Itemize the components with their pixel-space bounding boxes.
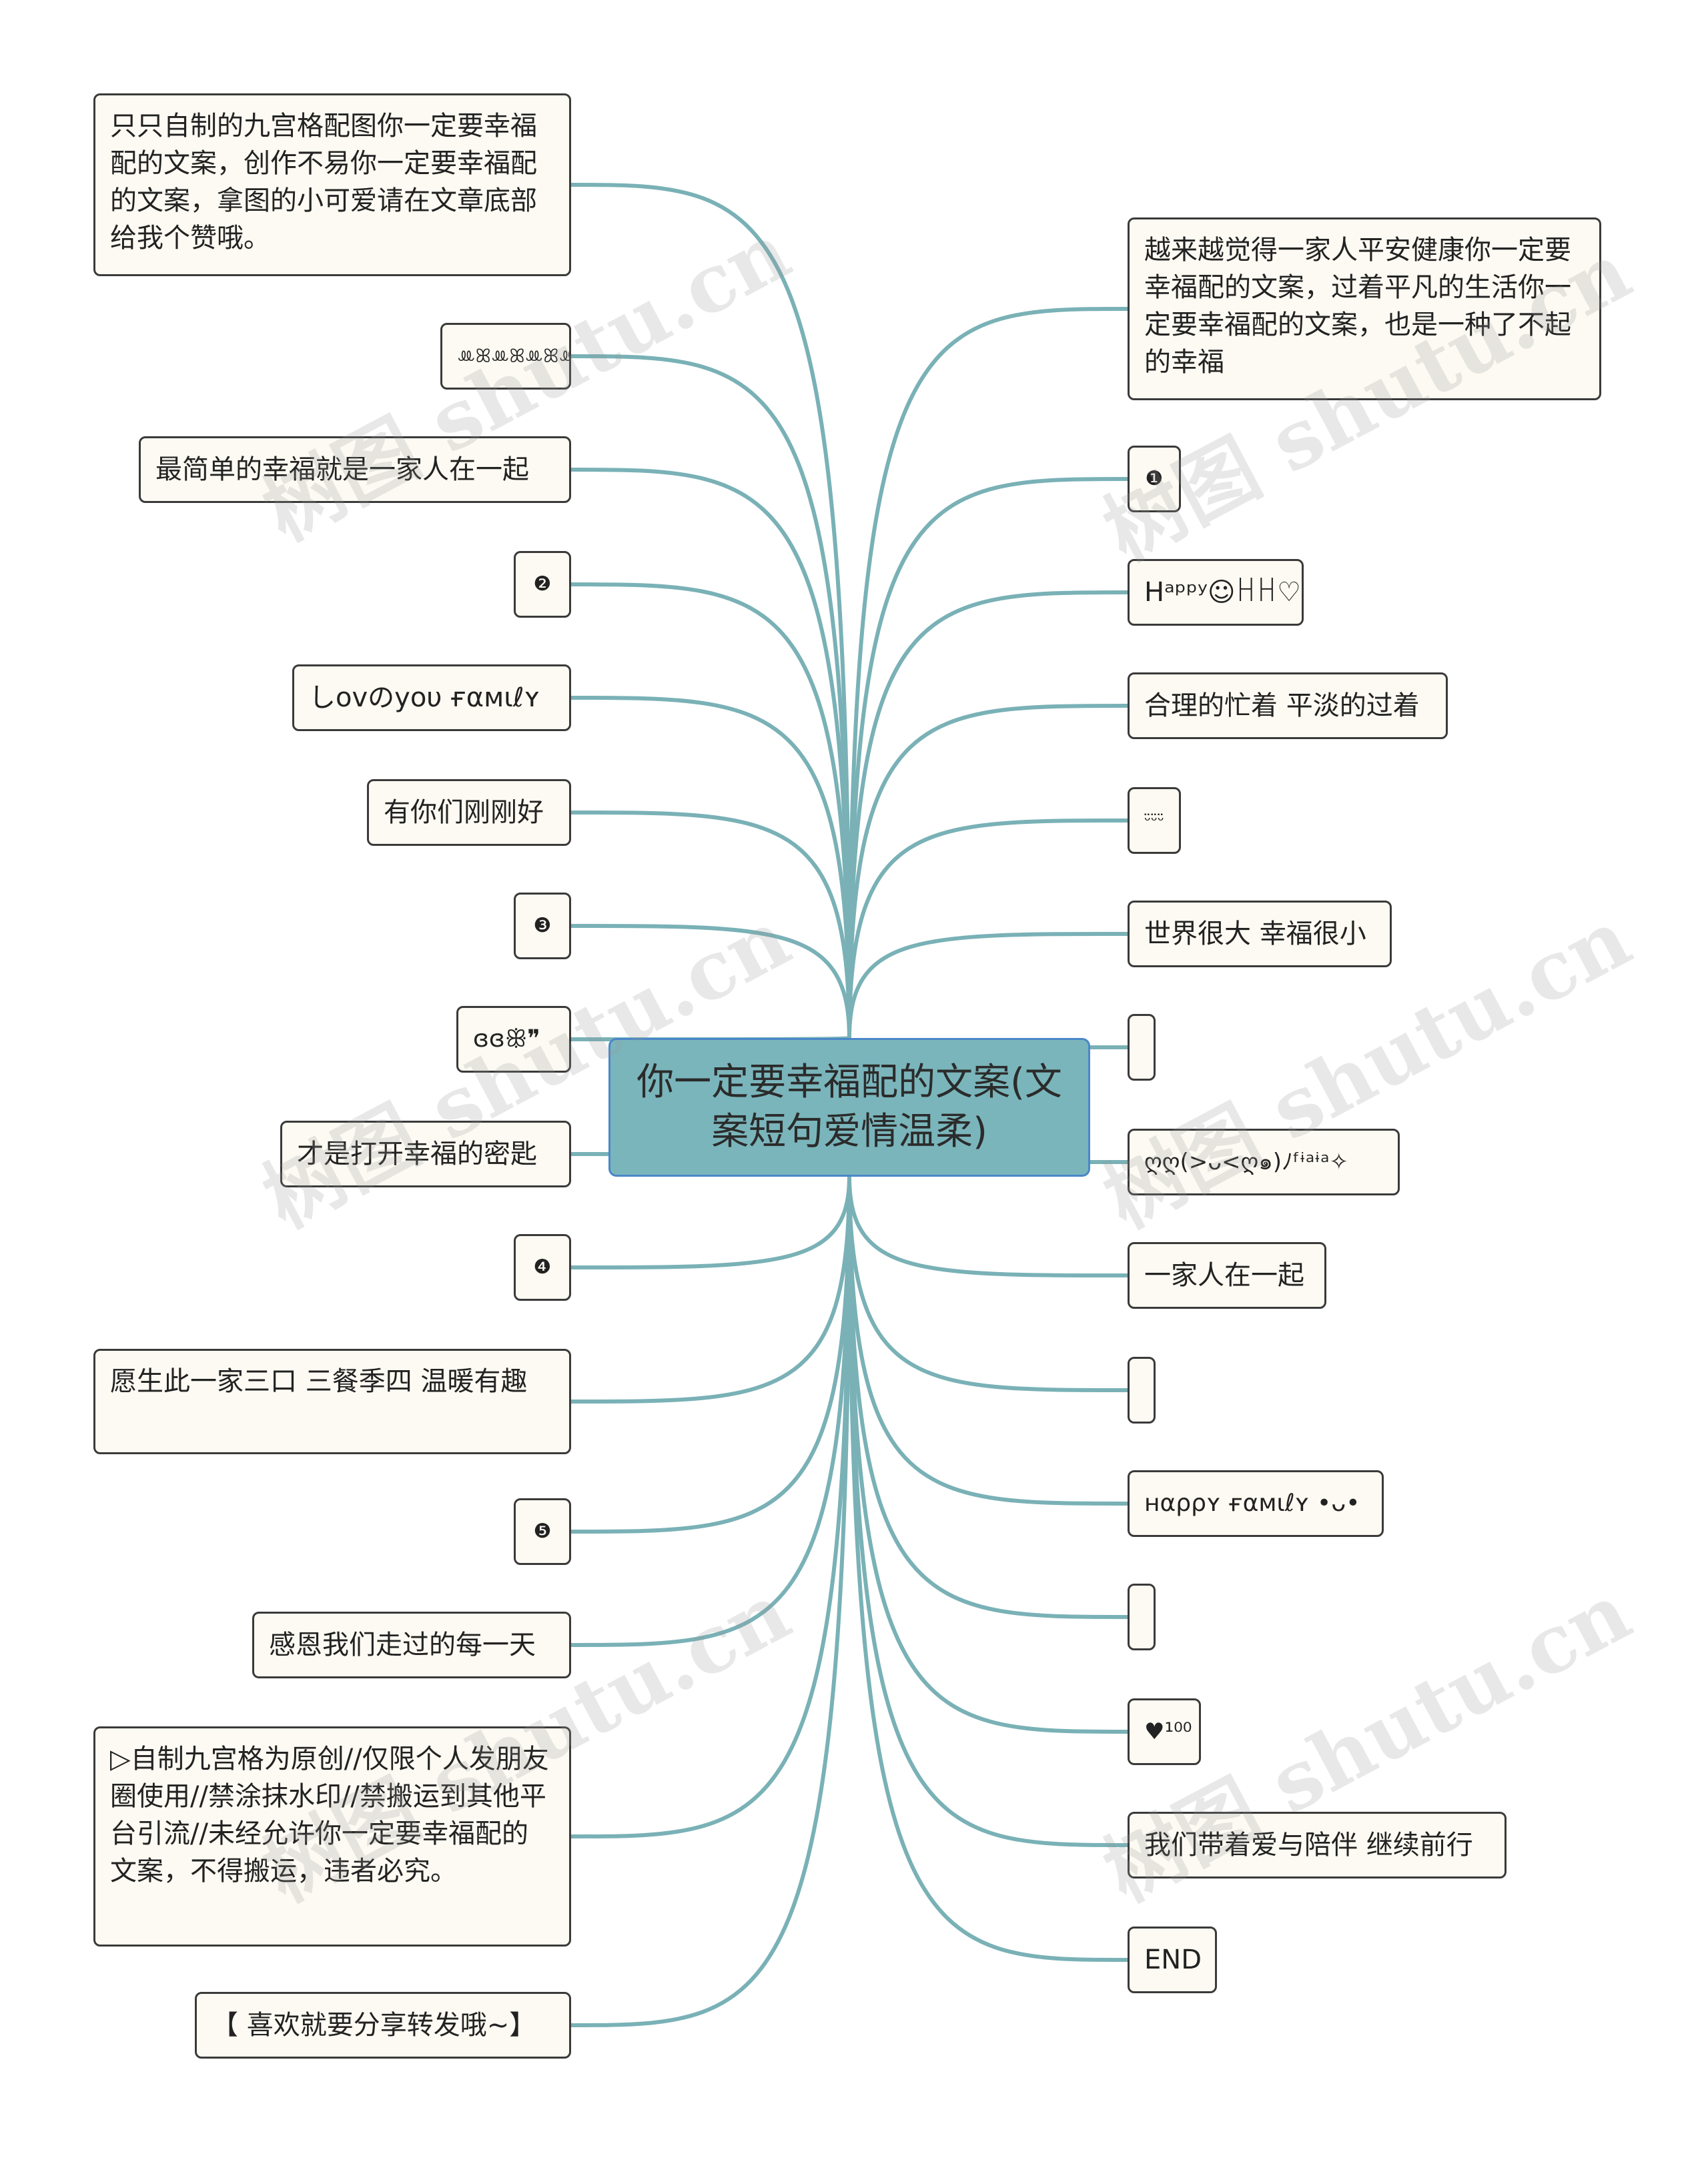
right-topic-4[interactable]: 合理的忙着 平淡的过着 xyxy=(1128,672,1448,739)
topic-label: 最简单的幸福就是一家人在一起 xyxy=(155,454,529,485)
topic-label: ❶ xyxy=(1145,467,1164,490)
topic-label: 有你们刚刚好 xyxy=(384,797,544,828)
topic-label: ᵕ̈ᵕ̈ᵕ̈ xyxy=(1144,811,1164,830)
left-connector-15 xyxy=(570,1176,851,2027)
right-connector-13 xyxy=(847,1176,1128,1734)
left-topic-13[interactable]: 感恩我们走过的每一天 xyxy=(252,1612,571,1678)
topic-label: 只只自制的九宫格配图你一定要幸福配的文案，创作不易你一定要幸福配的文案，拿图的小… xyxy=(110,111,537,253)
topic-label: 才是打开幸福的密匙 xyxy=(297,1139,537,1169)
right-topic-1[interactable]: 越来越觉得一家人平安健康你一定要幸福配的文案，过着平凡的生活你一定要幸福配的文案… xyxy=(1128,217,1601,400)
right-topic-7[interactable] xyxy=(1128,1014,1156,1081)
topic-label: ❸ xyxy=(533,914,552,937)
left-connector-2 xyxy=(570,354,851,1039)
left-topic-9[interactable]: 才是打开幸福的密匙 xyxy=(280,1121,571,1187)
topic-label: ▷自制九宫格为原创//仅限个人发朋友圈使用//禁涂抹水印//禁搬运到其他平台引流… xyxy=(110,1744,549,1886)
left-connector-12 xyxy=(570,1176,851,1534)
topic-label: ❺ xyxy=(533,1520,552,1543)
topic-label: 世界很大 幸福很小 xyxy=(1144,919,1366,949)
right-topic-5[interactable]: ᵕ̈ᵕ̈ᵕ̈ xyxy=(1128,787,1181,854)
right-topic-11[interactable]: ʜαρρʏ ғαмιℓʏ •ᴗ• xyxy=(1128,1470,1384,1537)
right-topic-10[interactable] xyxy=(1128,1357,1156,1424)
left-topic-8[interactable]: ɞɞꕥ❞ xyxy=(456,1006,571,1073)
left-topic-4[interactable]: ❷ xyxy=(514,551,571,618)
right-connector-10 xyxy=(847,1176,1128,1392)
topic-label: 合理的忙着 平淡的过着 xyxy=(1144,690,1420,721)
left-topic-5[interactable]: しovのyoυ ғαмιℓʏ xyxy=(292,664,571,731)
right-connector-1 xyxy=(847,307,1128,1039)
left-topic-3[interactable]: 最简单的幸福就是一家人在一起 xyxy=(139,436,571,503)
right-topic-13[interactable]: ♥¹⁰⁰ xyxy=(1128,1698,1201,1765)
left-connector-11 xyxy=(570,1176,851,1404)
left-topic-7[interactable]: ❸ xyxy=(514,893,571,959)
left-topic-2[interactable]: ꔛꕤꔛꕤꔛꕤꔛ xyxy=(440,323,571,390)
topic-label: ❹ xyxy=(533,1255,552,1279)
topic-label: ❷ xyxy=(533,572,552,596)
topic-label: 一家人在一起 xyxy=(1144,1260,1304,1291)
right-topic-6[interactable]: 世界很大 幸福很小 xyxy=(1128,901,1392,967)
left-topic-6[interactable]: 有你们刚刚好 xyxy=(367,779,571,846)
left-connector-5 xyxy=(570,696,851,1039)
topic-label: 愿生此一家三口 三餐季四 温暖有趣 xyxy=(110,1366,528,1397)
root-topic-label: 你一定要幸福配的文案(文案短句爱情温柔) xyxy=(636,1061,1062,1153)
right-connector-2 xyxy=(847,477,1128,1039)
topic-label: 越来越觉得一家人平安健康你一定要幸福配的文案，过着平凡的生活你一定要幸福配的文案… xyxy=(1144,235,1571,378)
left-topic-15[interactable]: 【 喜欢就要分享转发哦~】 xyxy=(195,1992,571,2059)
topic-label: END xyxy=(1144,1945,1202,1975)
left-connector-10 xyxy=(570,1176,851,1269)
left-connector-13 xyxy=(570,1176,851,1647)
right-topic-2[interactable]: ❶ xyxy=(1128,446,1181,512)
topic-label: 我们带着爱与陪伴 继续前行 xyxy=(1144,1830,1473,1860)
left-connector-7 xyxy=(570,924,851,1039)
topic-label: ♥¹⁰⁰ xyxy=(1144,1718,1192,1745)
right-topic-15[interactable]: END xyxy=(1128,1927,1217,1993)
topic-label: ღღ(>ᴗ<ღ๑)ﾉᶠᶤᵃᶤᵃ✧ xyxy=(1144,1149,1349,1175)
topic-label: Hᵃᵖᵖʸ☺ꀿꀿ♡ xyxy=(1144,577,1301,608)
left-connector-6 xyxy=(570,810,851,1039)
topic-label: ꔛꕤꔛꕤꔛꕤꔛ xyxy=(457,345,571,367)
right-topic-12[interactable] xyxy=(1128,1584,1156,1650)
right-connector-4 xyxy=(847,704,1128,1039)
left-topic-1[interactable]: 只只自制的九宫格配图你一定要幸福配的文案，创作不易你一定要幸福配的文案，拿图的小… xyxy=(93,93,571,276)
topic-label: しovのyoυ ғαмιℓʏ xyxy=(309,682,540,713)
left-connector-1 xyxy=(570,183,851,1039)
topic-label: 感恩我们走过的每一天 xyxy=(269,1630,536,1660)
right-connector-12 xyxy=(847,1176,1128,1619)
right-topic-3[interactable]: Hᵃᵖᵖʸ☺ꀿꀿ♡ xyxy=(1128,559,1304,626)
right-connector-9 xyxy=(847,1176,1128,1277)
right-connector-6 xyxy=(847,932,1128,1039)
right-topic-9[interactable]: 一家人在一起 xyxy=(1128,1242,1326,1309)
left-topic-11[interactable]: 愿生此一家三口 三餐季四 温暖有趣 xyxy=(93,1349,571,1454)
topic-label: ɞɞꕥ❞ xyxy=(473,1025,540,1053)
topic-label: ʜαρρʏ ғαмιℓʏ •ᴗ• xyxy=(1144,1490,1360,1517)
left-topic-12[interactable]: ❺ xyxy=(514,1498,571,1565)
topic-label: 【 喜欢就要分享转发哦~】 xyxy=(211,2010,536,2041)
root-topic[interactable]: 你一定要幸福配的文案(文案短句爱情温柔) xyxy=(608,1038,1090,1177)
left-connector-14 xyxy=(570,1176,851,1838)
left-topic-14[interactable]: ▷自制九宫格为原创//仅限个人发朋友圈使用//禁涂抹水印//禁搬运到其他平台引流… xyxy=(93,1726,571,1947)
left-connector-4 xyxy=(570,582,851,1039)
right-connector-15 xyxy=(847,1176,1128,1962)
right-topic-8[interactable]: ღღ(>ᴗ<ღ๑)ﾉᶠᶤᵃᶤᵃ✧ xyxy=(1128,1129,1400,1195)
right-connector-11 xyxy=(847,1176,1128,1506)
left-connector-3 xyxy=(570,468,851,1039)
left-topic-10[interactable]: ❹ xyxy=(514,1234,571,1301)
right-topic-14[interactable]: 我们带着爱与陪伴 继续前行 xyxy=(1128,1812,1507,1878)
right-connector-5 xyxy=(847,819,1128,1039)
right-connector-3 xyxy=(847,590,1128,1039)
